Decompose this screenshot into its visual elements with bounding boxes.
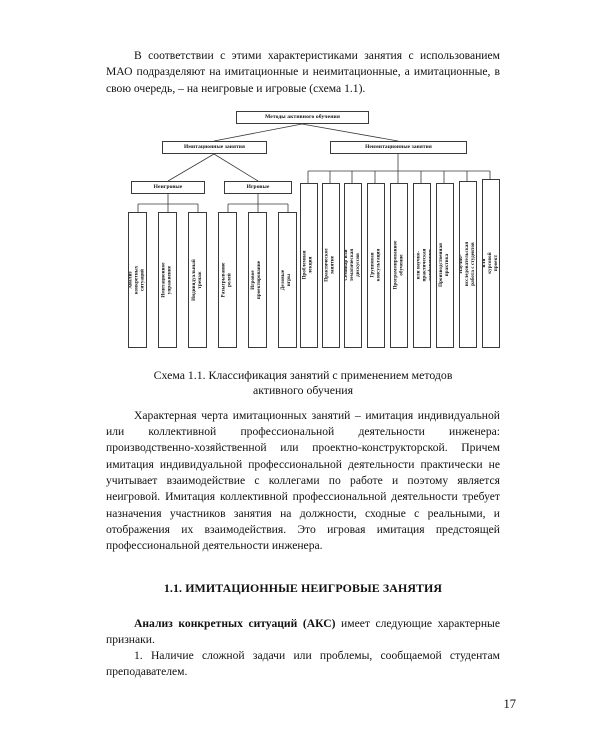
leaf-non-imitation-0: Проблемная лекция (300, 182, 318, 348)
leaf-non-imitation-4-label: Программированное обучение (393, 240, 405, 290)
spacer (106, 398, 500, 408)
diagram-connectors (137, 123, 491, 212)
leaf-non-imitation-3: Групповая консультация (367, 182, 385, 348)
aks-term-rest: имеет следующие характерные признаки. (106, 616, 500, 646)
page-content: В соответствии с этими характеристиками … (106, 48, 500, 681)
node-game: Игровые (224, 180, 292, 194)
scheme-1-1-diagram: Методы активного обучения Имитационные з… (106, 109, 500, 359)
node-non-game: Неигровые (131, 180, 205, 194)
node-root-label: Методы активного обучения (264, 114, 340, 121)
leaf-non-imitation-8-label: Дипломный или курсовой проект (работа) (482, 252, 500, 275)
leaf-non-imitation-1: Практическое занятие (322, 182, 340, 348)
leaf-game-0: Разыгрывание ролей (218, 211, 237, 348)
node-non-imitation-lessons-label: Неимитационные занятия (365, 144, 432, 151)
page-number: 17 (503, 697, 517, 711)
node-non-imitation-lessons: Неимитационные занятия (330, 140, 467, 154)
scheme-caption: Схема 1.1. Классификация занятий с приме… (106, 368, 500, 398)
leaf-non-imitation-5: Олимпиада или научно-практическая конфер… (413, 182, 431, 348)
leaf-game-0-label: Разыгрывание ролей (221, 262, 233, 298)
node-imitation-lessons-label: Имитационные занятия (183, 144, 245, 151)
section-heading-1-1: 1.1. ИМИТАЦИОННЫЕ НЕИГРОВЫЕ ЗАНЯТИЯ (163, 580, 443, 595)
node-root: Методы активного обучения (236, 110, 369, 124)
leaf-non-game-2-label: Индивидуальный тренаж (191, 258, 203, 301)
leaf-non-imitation-2-label: Семинар или тематическая дискуссия (344, 249, 361, 282)
leaf-non-game-0-label: Анализ конкретных ситуаций (128, 265, 146, 295)
node-imitation-lessons: Имитационные занятия (162, 140, 267, 154)
leaf-game-2-label: Деловые игры (281, 269, 293, 291)
leaf-non-imitation-7-label: Научно-исследовательская работа с студен… (459, 242, 476, 287)
leaf-game-1-label: Игровое проектирование (251, 260, 263, 300)
leaf-non-imitation-4: Программированное обучение (390, 182, 408, 348)
leaf-non-game-1-label: Имитационное упражнение (161, 262, 173, 298)
node-game-label: Игровые (246, 184, 270, 191)
leaf-non-game-2: Индивидуальный тренаж (188, 211, 207, 348)
leaf-non-imitation-8: Дипломный или курсовой проект (работа) (482, 178, 500, 348)
aks-paragraph: Анализ конкретных ситуаций (АКС) имеет с… (106, 616, 500, 649)
leaf-non-game-1: Имитационное упражнение (158, 211, 177, 348)
leaf-non-imitation-6: Производственная практика (436, 182, 454, 348)
imitation-description-paragraph: Характерная черта имитационных занятий –… (106, 408, 500, 553)
leaf-non-imitation-2: Семинар или тематическая дискуссия (344, 182, 362, 348)
aks-term: Анализ конкретных ситуаций (АКС) (134, 616, 336, 630)
intro-paragraph: В соответствии с этими характеристиками … (106, 49, 500, 95)
leaf-non-imitation-5-label: Олимпиада или научно-практическая конфер… (413, 248, 431, 282)
leaf-non-imitation-1-label: Практическое занятие (325, 248, 337, 283)
aks-item-1: 1. Наличие сложной задачи или проблемы, … (106, 649, 500, 679)
scheme-caption-line-1: Схема 1.1. Классификация занятий с приме… (153, 367, 453, 382)
leaf-non-game-0: Анализ конкретных ситуаций (128, 211, 147, 348)
leaf-game-2: Деловые игры (278, 211, 297, 348)
node-non-game-label: Неигровые (153, 184, 183, 191)
leaf-non-imitation-7: Научно-исследовательская работа с студен… (459, 180, 477, 348)
scheme-caption-line-2: активного обучения (252, 382, 354, 397)
leaf-non-imitation-6-label: Производственная практика (439, 243, 450, 288)
leaf-game-1: Игровое проектирование (248, 211, 267, 348)
leaf-non-imitation-3-label: Групповая консультация (370, 249, 382, 282)
leaf-non-imitation-0-label: Проблемная лекция (303, 250, 314, 280)
